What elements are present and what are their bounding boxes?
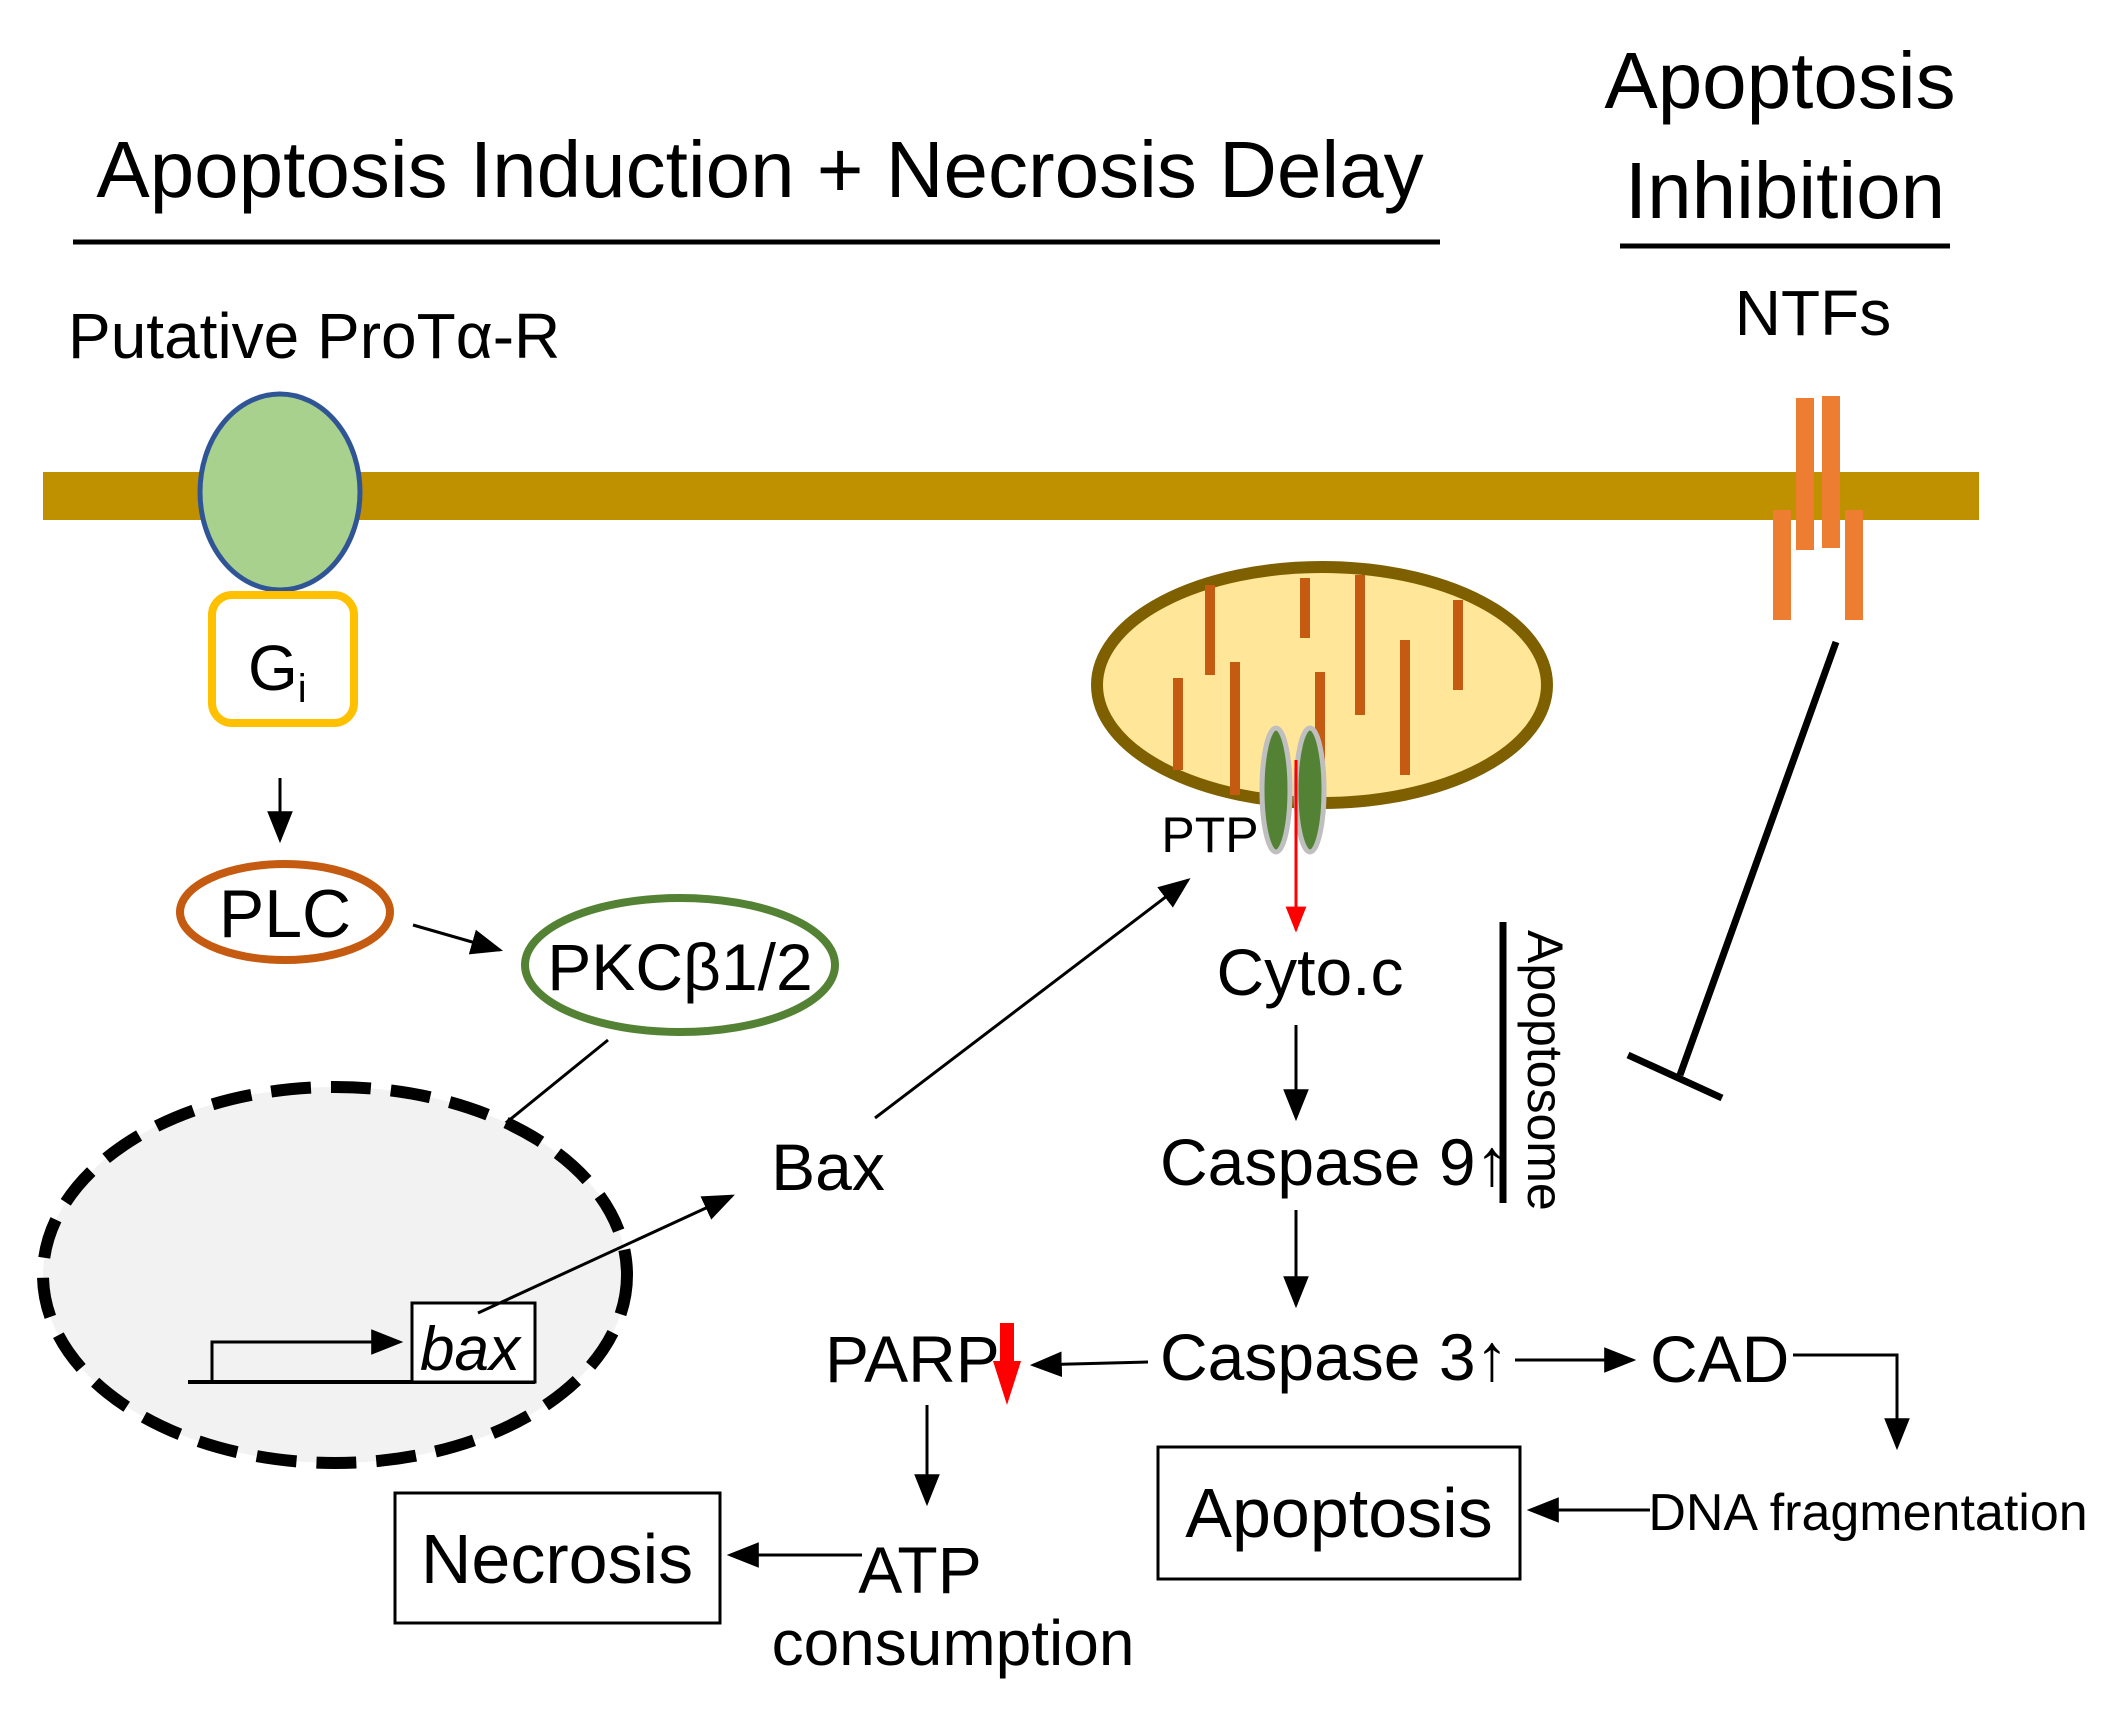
protar-label: Putative ProTα-R (68, 300, 560, 372)
apoptosis-label: Apoptosis (1185, 1474, 1492, 1552)
arrow-plc-pkc (412, 923, 504, 955)
arrow-cad-dna (1793, 1353, 1910, 1451)
parp-label: PARP (825, 1322, 1000, 1396)
caspase3-label: Caspase 3↑ (1160, 1320, 1509, 1394)
gi-label: Gi (248, 632, 307, 711)
pkc-label: PKCβ1/2 (547, 930, 812, 1004)
arrow-bax-ptp (874, 878, 1191, 1120)
transcription-arrow (210, 1329, 404, 1382)
dna-fragmentation-label: DNA fragmentation (1648, 1484, 2087, 1542)
ntf-receptor (1773, 396, 1863, 620)
ntfs-label: NTFs (1735, 277, 1891, 349)
parp-decrease-arrow (993, 1323, 1021, 1405)
left-section-title: Apoptosis Induction + Necrosis Delay (96, 125, 1423, 214)
cyto-c-label: Cyto.c (1216, 935, 1403, 1009)
bax-gene-label: bax (420, 1315, 522, 1384)
apoptosome-label: Apoptosome (1517, 930, 1573, 1211)
caspase9-label: Caspase 9↑ (1160, 1125, 1509, 1199)
apoptosis-box (1156, 1445, 1522, 1581)
cell-membrane (43, 472, 1979, 520)
inhibition-line (1676, 640, 1840, 1077)
protar-receptor (197, 391, 363, 593)
arrow-bax-gene-protein (477, 1194, 735, 1315)
right-title-line1: Apoptosis (1604, 36, 1955, 125)
right-title-line2: Inhibition (1625, 146, 1945, 235)
ptp-pore (1259, 725, 1327, 855)
bax-gene-box (410, 1301, 537, 1384)
necrosis-box (393, 1491, 722, 1625)
necrosis-label: Necrosis (421, 1520, 693, 1598)
gi-box (208, 591, 358, 727)
atp-label-line2: consumption (772, 1607, 1135, 1679)
plc-node (176, 860, 394, 964)
cad-label: CAD (1650, 1322, 1789, 1396)
ptp-label: PTP (1161, 807, 1258, 863)
plc-label: PLC (219, 876, 351, 952)
atp-label-line1: ATP (858, 1533, 981, 1607)
bax-protein-label: Bax (771, 1130, 885, 1204)
pkc-node (521, 894, 839, 1036)
arrow-casp3-parp (1029, 1351, 1149, 1378)
mitochondrial-cristae (1173, 575, 1463, 795)
nucleus (37, 1081, 633, 1469)
inhibition-bar (1626, 1051, 1724, 1102)
